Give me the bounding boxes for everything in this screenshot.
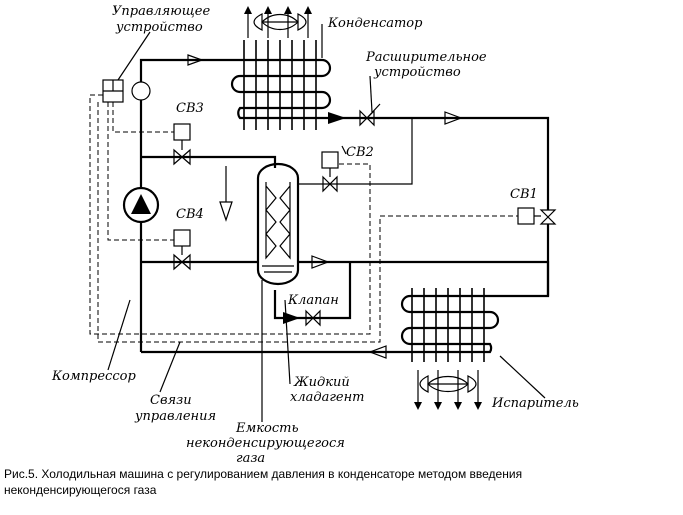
label-sv3: СВ3 bbox=[176, 101, 204, 116]
leader-lines bbox=[107, 24, 546, 422]
label-liquid-refrigerant-1: Жидкий bbox=[293, 375, 350, 390]
label-sv1: СВ1 bbox=[510, 187, 538, 202]
solenoid-valve-sv4 bbox=[173, 229, 191, 271]
label-compressor: Компрессор bbox=[51, 369, 136, 384]
gas-vessel bbox=[256, 162, 300, 286]
control-links-dashed bbox=[89, 94, 518, 343]
label-control-links-1: Связи bbox=[150, 393, 192, 408]
label-condenser: Конденсатор bbox=[327, 16, 423, 31]
label-vessel-1: Емкость bbox=[235, 421, 299, 436]
label-control-device-1: Управляющее bbox=[112, 4, 210, 19]
figure-caption: Рис.5. Холодильная машина с регулировани… bbox=[4, 466, 644, 498]
condenser-fan bbox=[244, 6, 312, 38]
label-control-device-2: устройство bbox=[115, 20, 203, 35]
label-sv2: СВ2 bbox=[346, 145, 374, 160]
label-control-links-2: управления bbox=[134, 409, 216, 424]
compressor bbox=[122, 186, 160, 224]
caption-line-2: неконденсирующегося газа bbox=[4, 483, 157, 497]
condenser-coil bbox=[230, 40, 332, 130]
label-liquid-refrigerant-2: хладагент bbox=[290, 390, 365, 405]
solenoid-valve-sv2 bbox=[321, 151, 339, 193]
evaporator-coil bbox=[400, 288, 500, 362]
caption-line-1: Рис.5. Холодильная машина с регулировани… bbox=[4, 467, 523, 481]
check-valve bbox=[305, 309, 321, 327]
label-expansion-device-2: устройство bbox=[373, 65, 461, 80]
label-valve: Клапан bbox=[287, 293, 339, 308]
label-evaporator: Испаритель bbox=[491, 396, 579, 411]
label-expansion-device-1: Расширительное bbox=[365, 50, 487, 65]
label-vessel-2: неконденсирующегося bbox=[186, 436, 345, 451]
flow-arrows bbox=[187, 54, 463, 359]
control-device bbox=[102, 79, 124, 103]
pressure-sensor bbox=[131, 81, 151, 101]
label-vessel-3: газа bbox=[236, 451, 265, 466]
expansion-valve bbox=[359, 103, 381, 127]
label-sv4: СВ4 bbox=[176, 207, 204, 222]
evaporator-fan bbox=[414, 370, 482, 410]
solenoid-valve-sv1 bbox=[517, 207, 557, 225]
refrigerant-piping bbox=[139, 58, 550, 354]
